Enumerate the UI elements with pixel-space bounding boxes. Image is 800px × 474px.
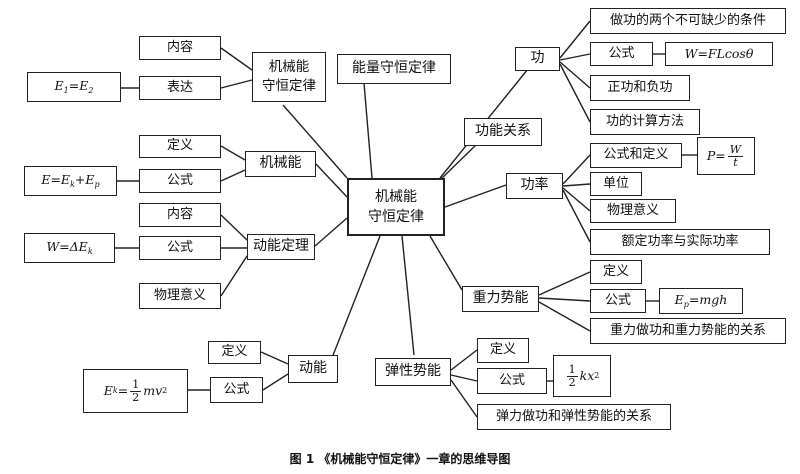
work-energy-relation-node: 功能关系: [464, 118, 542, 146]
grav-eq-lhs: E: [674, 292, 684, 307]
elastic-definition-node: 定义: [477, 338, 529, 363]
ke-frac-den: 2: [132, 390, 140, 404]
kinetic-theorem-formula-node: 公式: [139, 236, 221, 260]
law-formula-e1: E: [54, 78, 64, 93]
work-eq-text: W=FLcosθ: [684, 46, 754, 62]
kinetic-theorem-content-node: 内容: [139, 203, 221, 227]
kinetic-energy-node: 动能: [288, 355, 338, 383]
elastic-relation-node: 弹力做功和弹性势能的关系: [477, 404, 671, 430]
kinetic-theorem-node: 动能定理: [247, 234, 315, 260]
ke-eq-sub-k: k: [112, 386, 118, 395]
work-conditions-node: 做功的两个不可缺少的条件: [590, 8, 786, 34]
elastic-energy-node: 弹性势能: [375, 358, 451, 386]
kinetic-theorem-equation: W=ΔEk: [24, 233, 115, 263]
grav-eq-rhs: =mgh: [688, 292, 728, 307]
power-rated-actual-node: 额定功率与实际功率: [590, 229, 770, 255]
power-meaning-node: 物理意义: [590, 199, 676, 223]
ke-eq-equals: =: [117, 383, 129, 399]
kinetic-energy-formula-node: 公式: [210, 377, 263, 403]
ke-eq-sup: 2: [162, 386, 168, 395]
mech-eq-sub-p: p: [94, 180, 100, 189]
work-equation: W=FLcosθ: [665, 42, 773, 66]
law-formula-sub1: 1: [63, 86, 69, 95]
kt-eq-part-a: W=ΔE: [46, 239, 88, 254]
work-posneg-node: 正功和负功: [590, 75, 690, 101]
center-line-2: 守恒定律: [368, 209, 424, 225]
power-node: 功率: [506, 173, 563, 199]
power-eq-lhs: P=: [706, 148, 726, 164]
grav-eq-sub-p: p: [683, 300, 689, 309]
ke-eq-rhs: mv: [143, 383, 163, 399]
elastic-frac-num: 1: [566, 362, 578, 377]
mech-energy-equation: E=Ek+Ep: [24, 166, 117, 196]
law-content-node: 内容: [139, 36, 221, 60]
law-line-1: 机械能: [268, 59, 310, 76]
mech-energy-formula-node: 公式: [139, 169, 221, 193]
gravity-formula-node: 公式: [590, 289, 646, 313]
elastic-frac-den: 2: [568, 375, 576, 389]
mech-eq-part-a: E=E: [41, 172, 71, 187]
kt-eq-sub-k: k: [87, 247, 93, 256]
work-calc-node: 功的计算方法: [590, 109, 700, 135]
work-formula-node: 公式: [590, 42, 653, 66]
energy-conservation-node: 能量守恒定律: [337, 54, 451, 84]
center-line-1: 机械能: [375, 188, 417, 205]
work-node: 功: [515, 47, 560, 71]
gravity-equation: Ep=mgh: [659, 288, 743, 314]
gravity-relation-node: 重力做功和重力势能的关系: [590, 318, 786, 344]
power-frac-den: t: [733, 155, 738, 169]
elastic-eq-rhs: kx: [579, 368, 595, 384]
mech-energy-node: 机械能: [245, 151, 316, 177]
gravity-energy-node: 重力势能: [462, 286, 539, 312]
law-formula-sub2: 2: [88, 86, 94, 95]
kinetic-energy-definition-node: 定义: [208, 341, 261, 364]
elastic-eq-sup: 2: [594, 371, 600, 380]
center-topic: 机械能 守恒定律: [347, 178, 445, 236]
power-unit-node: 单位: [590, 172, 642, 196]
power-frac-num: W: [727, 142, 744, 157]
gravity-definition-node: 定义: [590, 260, 642, 284]
law-expression-node: 表达: [139, 76, 221, 100]
figure-caption: 图 1 《机械能守恒定律》一章的思维导图: [289, 452, 511, 466]
law-formula-e2: =E: [68, 78, 89, 93]
mech-eq-sub-k: k: [70, 180, 75, 189]
law-node: 机械能 守恒定律: [252, 52, 326, 102]
elastic-formula-node: 公式: [477, 368, 547, 394]
mech-eq-part-b: +E: [74, 172, 95, 187]
ke-eq-lhs: E: [103, 383, 113, 399]
ke-frac-num: 1: [130, 377, 142, 392]
law-line-2: 守恒定律: [262, 78, 316, 94]
law-formula: E1=E2: [27, 72, 121, 102]
power-formula-def-node: 公式和定义: [590, 143, 682, 168]
kinetic-theorem-meaning-node: 物理意义: [139, 283, 221, 309]
mech-energy-definition-node: 定义: [139, 135, 221, 158]
